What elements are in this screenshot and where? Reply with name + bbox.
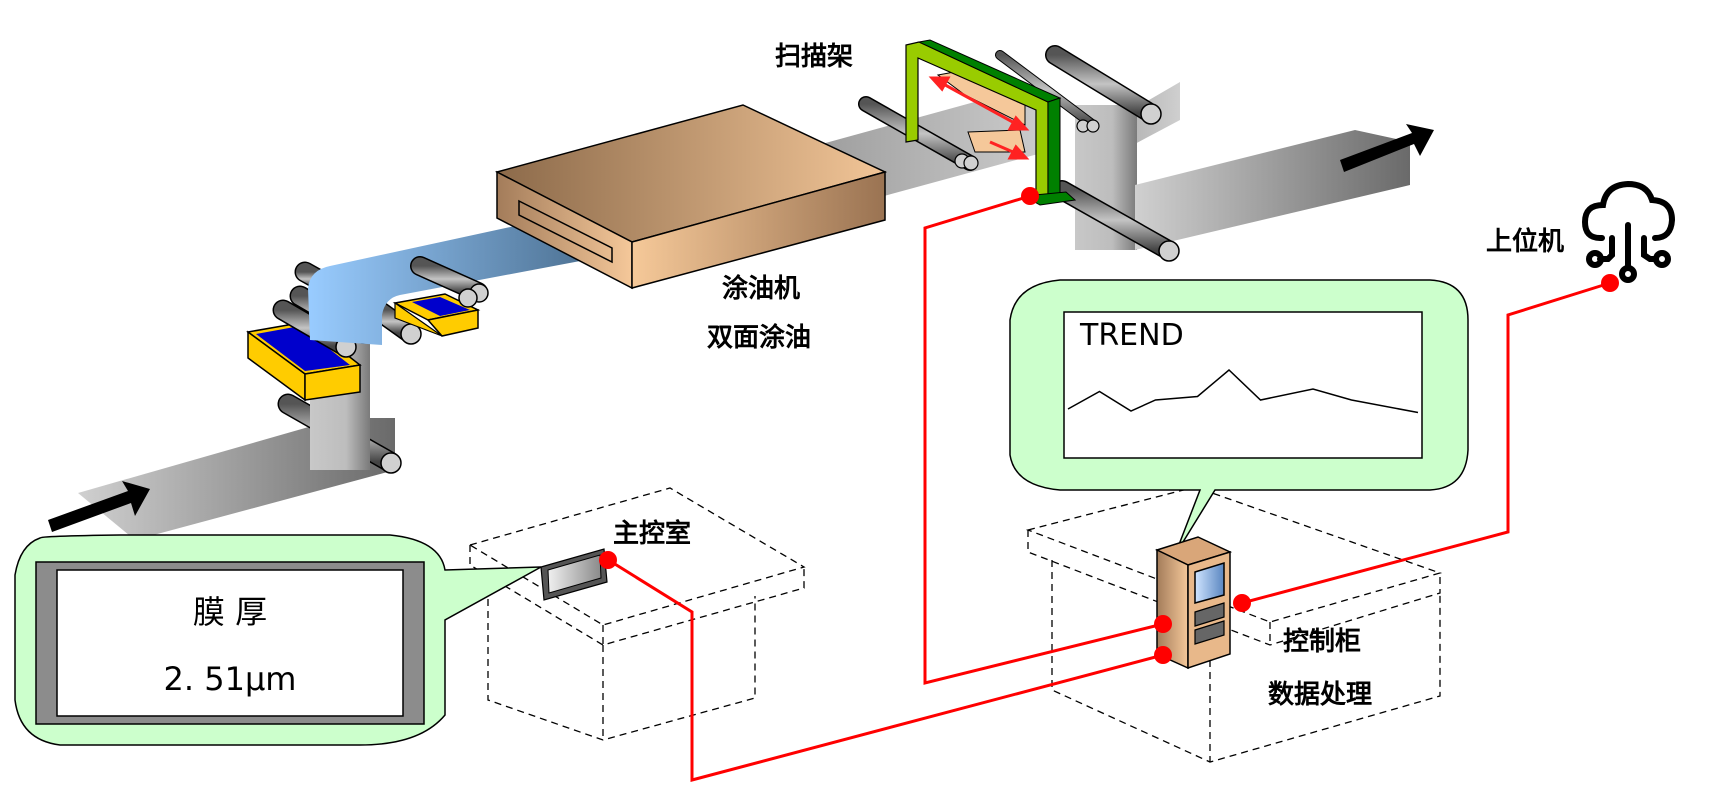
trend-title: TREND bbox=[1079, 318, 1184, 353]
thickness-title: 膜 厚 bbox=[193, 593, 267, 631]
oil-coater-label: 涂油机 bbox=[722, 273, 800, 304]
sensor-heads bbox=[936, 69, 1026, 153]
host-computer-label: 上位机 bbox=[1486, 226, 1564, 257]
control-cabinet-sublabel: 数据处理 bbox=[1268, 680, 1372, 710]
scanner-frame-label: 扫描架 bbox=[775, 42, 853, 72]
coating-rollers-top bbox=[410, 256, 489, 308]
cabinet-connector-monitor bbox=[1154, 646, 1172, 664]
oil-tray-bottom bbox=[246, 321, 362, 402]
control-room-desk bbox=[468, 487, 806, 741]
cabinet-connector-host bbox=[1233, 594, 1251, 612]
control-cabinet-desk bbox=[1025, 486, 1443, 763]
thickness-callout bbox=[14, 534, 542, 746]
scan-direction-arrows bbox=[928, 76, 1030, 160]
steel-strip-outgoing bbox=[1135, 130, 1410, 250]
thickness-value: 2. 51μm bbox=[164, 660, 297, 698]
oil-tray-top bbox=[392, 293, 481, 337]
flow-arrow-in-icon bbox=[48, 481, 150, 532]
control-cabinet-label: 控制柜 bbox=[1283, 627, 1361, 657]
trend-line bbox=[1067, 368, 1419, 414]
oil-coater-machine bbox=[494, 104, 888, 290]
control-room-monitor bbox=[540, 548, 608, 601]
host-connector bbox=[1601, 274, 1619, 292]
cabinet-connector-scanner bbox=[1154, 615, 1172, 633]
monitor-connector bbox=[599, 551, 617, 569]
oil-coater-sublabel: 双面涂油 bbox=[707, 322, 811, 353]
roller bbox=[1045, 45, 1162, 125]
roller bbox=[995, 50, 1100, 133]
signal-lines bbox=[609, 194, 1611, 782]
roller bbox=[1052, 180, 1180, 262]
control-room-label: 主控室 bbox=[613, 518, 691, 549]
flow-arrow-out-icon bbox=[1340, 124, 1434, 172]
control-cabinet bbox=[1154, 536, 1233, 670]
cloud-network-icon bbox=[1581, 180, 1676, 283]
trend-callout bbox=[1009, 279, 1469, 556]
roller bbox=[367, 299, 422, 345]
scanner-frame bbox=[905, 39, 1077, 206]
